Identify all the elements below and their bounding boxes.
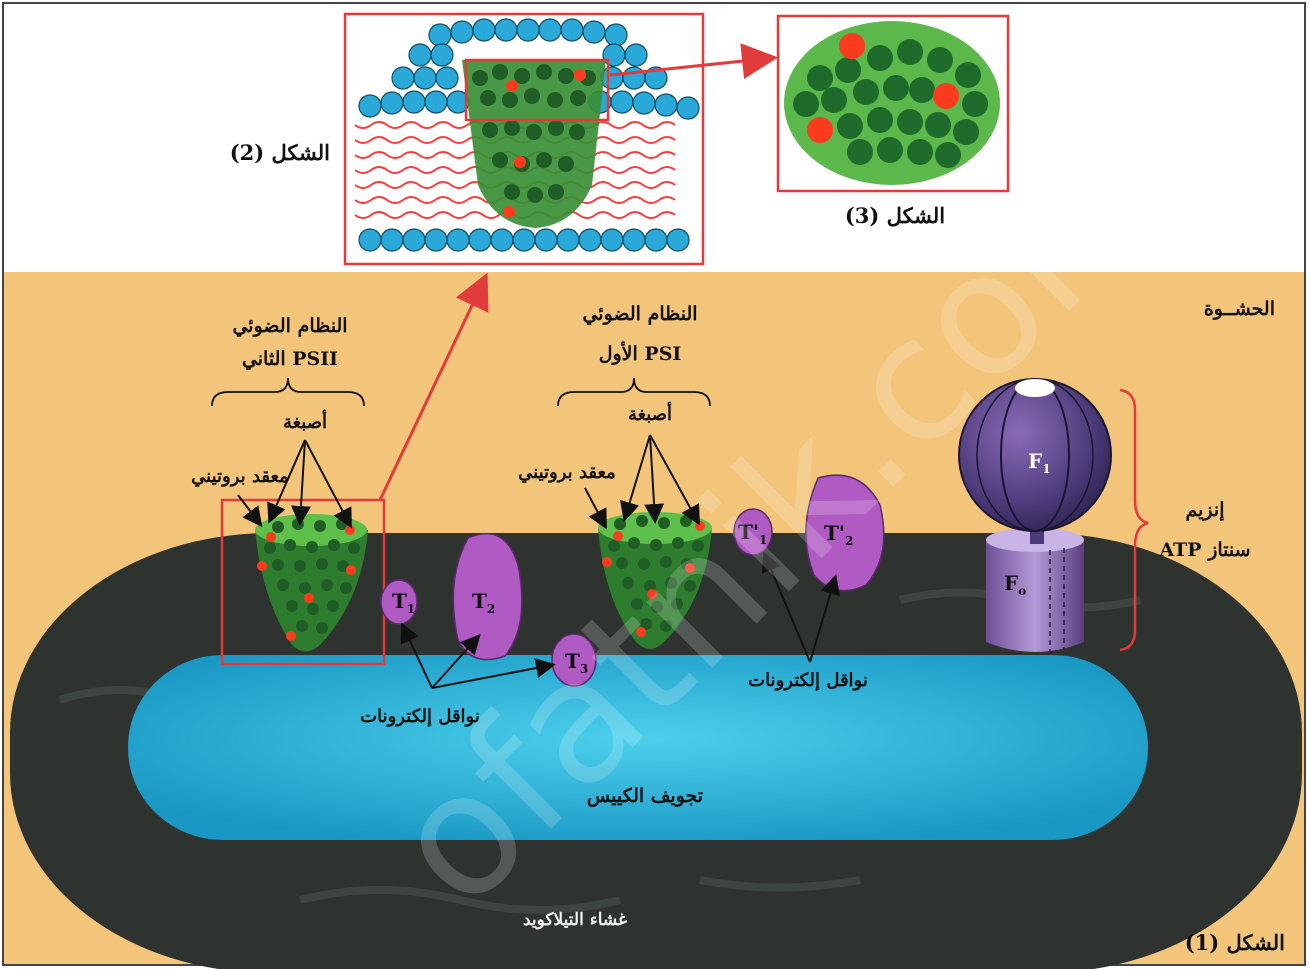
thylakoid-membrane-label: غشاء التيلاكويد: [523, 910, 627, 930]
figure-2-label: الشكل (2): [230, 140, 330, 165]
atp-synthase-label-line2: ATP سنتاز: [1158, 539, 1250, 561]
psi-protein-complex-label: معقد بروتيني: [518, 462, 616, 483]
stroma-label: الحشــوة: [1204, 298, 1275, 320]
phospholipid-heads-bottom: [359, 229, 689, 251]
figure-3-inset: [778, 16, 1008, 191]
atp-synthase-label-line1: إنزيم: [1186, 499, 1225, 522]
psi-title-line1: النظام الضوئي: [582, 303, 697, 326]
psii-pigments-label: أصبغة: [283, 410, 327, 433]
figure-3-label: الشكل (3): [845, 203, 945, 228]
psii-title-line1: النظام الضوئي: [232, 315, 347, 338]
electron-carriers-right-label: نواقل إلكترونات: [748, 670, 868, 691]
psii-protein-complex-label: معقد بروتيني: [191, 466, 289, 487]
psii-title-line2: الثاني PSII: [242, 348, 338, 371]
psi-pigments-label: أصبغة: [628, 402, 672, 425]
psi-title-line2: الأول PSI: [599, 341, 682, 365]
figure-2-inset: [345, 14, 703, 264]
electron-carrier-t1: T1: [381, 580, 417, 624]
figure-1-label: الشكل (1): [1185, 930, 1285, 955]
electron-carrier-t2: T2: [453, 534, 522, 660]
